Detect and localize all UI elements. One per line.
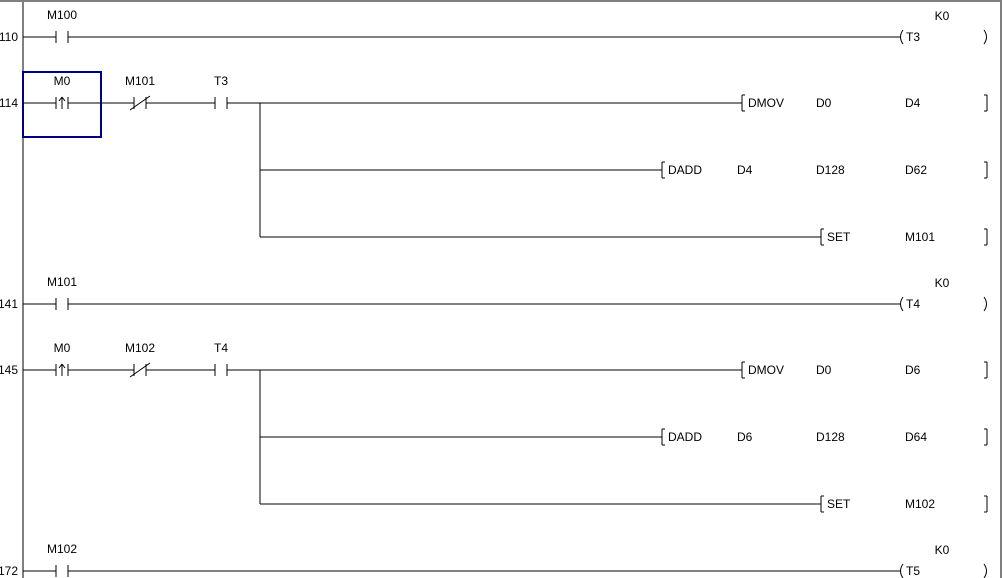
coil-left-arc	[900, 563, 904, 578]
instruction-mnemonic: DADD	[668, 430, 702, 444]
contact-device-label: M102	[47, 542, 77, 556]
contact-arrow-head-right	[61, 363, 66, 369]
coil-right-arc	[983, 29, 987, 45]
step-number: 141	[0, 297, 18, 311]
instruction-operand: D128	[816, 163, 845, 177]
contact-device-label: M102	[125, 341, 155, 355]
contact-device-label: M101	[125, 74, 155, 88]
output-coil-T3[interactable]: T3 K0	[68, 9, 987, 45]
contact-rising-edge-M0[interactable]: M0	[23, 341, 71, 376]
contact-normally-open-T3[interactable]: T3	[146, 74, 228, 109]
instruction-mnemonic: DMOV	[748, 363, 784, 377]
output-coil-T4[interactable]: T4 K0	[68, 276, 987, 312]
instruction-operand: D64	[905, 430, 927, 444]
step-number: 114	[0, 96, 18, 110]
instruction-operand: D6	[905, 363, 921, 377]
instruction-operand: D0	[816, 96, 832, 110]
instruction-mnemonic: SET	[827, 230, 851, 244]
coil-left-arc	[900, 296, 904, 312]
coil-right-arc	[983, 296, 987, 312]
contact-arrow-head-left	[58, 363, 63, 369]
step-number: 110	[0, 30, 18, 44]
instruction-mnemonic: SET	[827, 497, 851, 511]
instruction-operand: D62	[905, 163, 927, 177]
contact-slash	[129, 362, 151, 378]
rung-145[interactable]: 145M0M102T4DMOVD0D6DADDD6D128D64SETM102	[0, 341, 988, 513]
output-dmov-D0-D6[interactable]: DMOV D0 D6	[227, 361, 988, 379]
contact-device-label: M0	[54, 74, 71, 88]
timer-constant-label: K0	[935, 276, 950, 290]
instruction-operand: D4	[737, 163, 753, 177]
instruction-mnemonic: DMOV	[748, 96, 784, 110]
contact-arrow-head-left	[58, 96, 63, 102]
selection-cursor[interactable]	[22, 71, 102, 138]
instruction-operand: D0	[816, 363, 832, 377]
instruction-operand: D4	[905, 96, 921, 110]
timer-constant-label: K0	[935, 9, 950, 23]
coil-device-label: T3	[906, 30, 920, 44]
contact-normally-closed-M101[interactable]: M101	[68, 74, 155, 111]
contact-device-label: M100	[47, 8, 77, 22]
coil-left-arc	[900, 29, 904, 45]
timer-constant-label: K0	[935, 543, 950, 557]
contact-normally-open-M102[interactable]: M102	[23, 542, 77, 577]
coil-device-label: T4	[906, 297, 920, 311]
instruction-operand: M102	[905, 497, 935, 511]
coil-device-label: T5	[906, 564, 920, 578]
contact-arrow-head-right	[61, 96, 66, 102]
instruction-mnemonic: DADD	[668, 163, 702, 177]
contact-device-label: M101	[47, 275, 77, 289]
instruction-operand: D128	[816, 430, 845, 444]
contact-normally-open-M101[interactable]: M101	[23, 275, 77, 310]
output-set-M101[interactable]: SET M101	[260, 228, 988, 246]
step-number: 145	[0, 363, 18, 377]
output-dadd-D4-D128-D62[interactable]: DADD D4 D128 D62	[260, 161, 988, 179]
instruction-operand: D6	[737, 430, 753, 444]
contact-device-label: T4	[214, 341, 228, 355]
output-dmov-D0-D4[interactable]: DMOV D0 D4	[227, 94, 988, 112]
output-coil-T5[interactable]: T5 K0	[68, 543, 987, 578]
contact-rising-edge-M0[interactable]: M0	[23, 74, 71, 109]
output-set-M102[interactable]: SET M102	[260, 495, 988, 513]
contact-normally-closed-M102[interactable]: M102	[68, 341, 155, 378]
contact-normally-open-T4[interactable]: T4	[146, 341, 228, 376]
contact-normally-open-M100[interactable]: M100	[23, 8, 77, 43]
contact-device-label: T3	[214, 74, 228, 88]
output-dadd-D6-D128-D64[interactable]: DADD D6 D128 D64	[260, 428, 988, 446]
step-number: 172	[0, 564, 18, 578]
coil-right-arc	[983, 563, 987, 578]
contact-slash	[129, 95, 151, 111]
contact-device-label: M0	[54, 341, 71, 355]
instruction-operand: M101	[905, 230, 935, 244]
